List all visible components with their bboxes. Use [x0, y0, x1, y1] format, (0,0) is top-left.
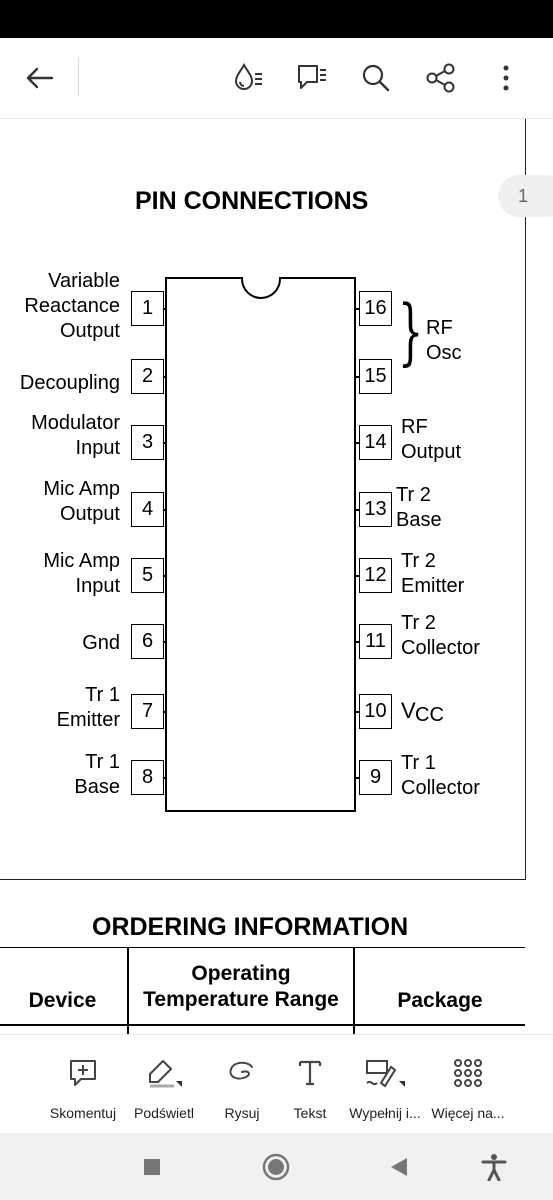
pin-label-5: Mic Amp Input	[43, 550, 120, 597]
tool-label: Podświetl	[134, 1105, 194, 1121]
highlighter-icon	[121, 1057, 207, 1089]
pin-number-3: 3	[131, 425, 164, 460]
pin-label-11: Tr 2 Collector	[401, 612, 480, 659]
top-app-bar	[0, 38, 553, 119]
tool-more[interactable]: Więcej na...	[425, 1035, 511, 1134]
pin-number-2: 2	[131, 359, 164, 394]
vcc-subscript: CC	[415, 704, 444, 726]
pin-label-4: Mic Amp Output	[43, 478, 120, 525]
table-col-divider	[127, 948, 129, 1034]
search-icon[interactable]	[356, 58, 396, 98]
pin-label-14: RF Output	[401, 416, 462, 463]
pin-label-8: Tr 1 Base	[74, 751, 120, 798]
rf-osc-label: RF Osc	[426, 317, 462, 364]
pin-label-6: Gnd	[82, 632, 120, 654]
pin-label-3: Modulator Input	[31, 412, 120, 459]
text-icon	[267, 1057, 353, 1089]
pin-number-4: 4	[131, 492, 164, 527]
pin-label-2: Decoupling	[19, 372, 120, 394]
system-navigation-bar	[0, 1133, 553, 1200]
status-bar	[0, 0, 553, 38]
more-vertical-icon[interactable]	[486, 58, 526, 98]
ordering-info-title: ORDERING INFORMATION	[92, 913, 409, 941]
tool-fill-sign[interactable]: Wypełnij i...	[342, 1035, 428, 1134]
draw-icon	[199, 1057, 285, 1089]
pin-connections-title: PIN CONNECTIONS	[135, 187, 369, 215]
pin-number-11: 11	[359, 624, 392, 659]
table-col-divider	[353, 948, 355, 1034]
toolbar-divider	[78, 58, 79, 96]
pin-number-16: 16	[359, 291, 392, 326]
fill-sign-icon	[342, 1057, 428, 1089]
accessibility-icon[interactable]	[476, 1149, 512, 1185]
pin-number-6: 6	[131, 624, 164, 659]
rf-osc-brace: }	[398, 289, 424, 373]
grid-more-icon	[425, 1057, 511, 1089]
table-header-device: Device	[28, 989, 97, 1012]
ink-drop-list-icon[interactable]	[228, 58, 268, 98]
share-icon[interactable]	[421, 58, 461, 98]
add-comment-icon	[40, 1057, 126, 1089]
back-arrow-icon[interactable]	[19, 58, 59, 98]
document-viewport[interactable]: PIN CONNECTIONS } RF Osc ORDERING INFORM…	[0, 119, 553, 1034]
pin-number-12: 12	[359, 558, 392, 593]
tool-text[interactable]: Tekst	[267, 1035, 353, 1134]
bottom-toolbar: Skomentuj Podświetl Rysuj Tekst Wypełnij…	[0, 1034, 553, 1134]
back-triangle-icon[interactable]	[381, 1149, 417, 1185]
tool-draw[interactable]: Rysuj	[199, 1035, 285, 1134]
pin-label-10: V	[401, 698, 416, 723]
ordering-table: Device Operating Temperature Range Packa…	[0, 947, 525, 1034]
page-indicator[interactable]: 1	[498, 175, 553, 217]
tool-label: Skomentuj	[49, 1105, 117, 1121]
tool-label: Tekst	[293, 1105, 327, 1121]
tool-label: Więcej na...	[431, 1105, 505, 1121]
tool-comment[interactable]: Skomentuj	[40, 1035, 126, 1134]
tool-label: Wypełnij i...	[349, 1105, 421, 1121]
pin-number-9: 9	[359, 760, 392, 795]
pin-label-12: Tr 2 Emitter	[401, 550, 465, 597]
pin-label-9: Tr 1 Collector	[401, 752, 480, 799]
pin-number-13: 13	[359, 492, 392, 527]
pin-number-1: 1	[131, 291, 164, 326]
pin-number-14: 14	[359, 425, 392, 460]
table-header-package: Package	[397, 989, 483, 1012]
pin-label-7: Tr 1 Emitter	[56, 684, 120, 731]
pin-label-1: Variable Reactance Output	[24, 270, 120, 342]
comment-list-icon[interactable]	[292, 58, 332, 98]
tool-highlight[interactable]: Podświetl	[121, 1035, 207, 1134]
pin-number-10: 10	[359, 694, 392, 729]
recents-square-icon[interactable]	[134, 1149, 170, 1185]
pin-number-7: 7	[131, 694, 164, 729]
home-circle-icon[interactable]	[258, 1149, 294, 1185]
table-header-temperature: Operating Temperature Range	[143, 962, 339, 1011]
ic-package-body	[165, 277, 356, 812]
tool-label: Rysuj	[224, 1105, 260, 1121]
pin-number-8: 8	[131, 760, 164, 795]
pdf-page	[0, 119, 526, 880]
pin-label-13: Tr 2 Base	[396, 484, 442, 531]
table-header-divider	[0, 1024, 525, 1026]
pin-number-5: 5	[131, 558, 164, 593]
pin-number-15: 15	[359, 359, 392, 394]
